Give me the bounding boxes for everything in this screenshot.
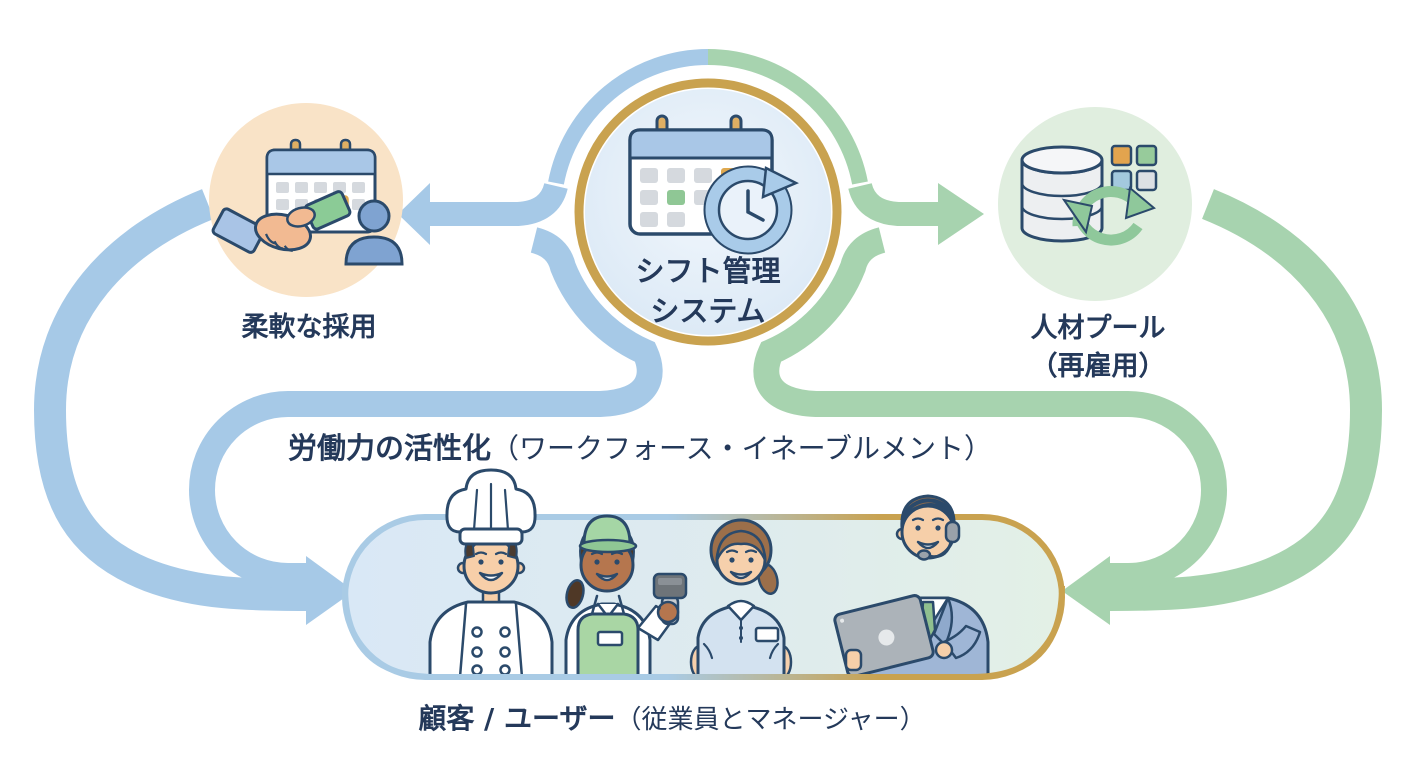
calendar-clock-icon: [628, 114, 799, 255]
center-ring: [548, 49, 868, 185]
person-icon: [344, 199, 404, 266]
pool-bubble: [998, 107, 1192, 301]
arrowhead-users-left: [306, 556, 354, 625]
flow-pool-to-users: [1109, 189, 1383, 611]
flow-hiring-to-users: [33, 189, 307, 611]
headset-icon: [902, 498, 961, 561]
gold-ring: [574, 78, 842, 346]
arrow-center-to-hiring: [398, 182, 568, 245]
data-grid-icon: [1110, 144, 1158, 192]
hiring-bubble: [209, 103, 404, 297]
manager-illustration: [833, 494, 990, 677]
clock-refresh-icon: [703, 165, 799, 255]
arrowhead-users-right: [1062, 556, 1110, 625]
shift-system-node: [574, 78, 842, 346]
retail-worker-illustration: [564, 514, 688, 677]
handshake-icon: [211, 190, 352, 254]
flow-center-to-users-right: [753, 227, 1227, 625]
barcode-scanner-icon: [652, 572, 688, 626]
employee-illustration: [689, 518, 793, 677]
arrow-center-to-pool: [848, 182, 984, 245]
capsule-border-front: [342, 585, 1065, 680]
chef-illustration: [428, 468, 554, 677]
sync-arrows-icon: [1061, 186, 1156, 246]
flow-center-to-users-left: [189, 227, 663, 625]
